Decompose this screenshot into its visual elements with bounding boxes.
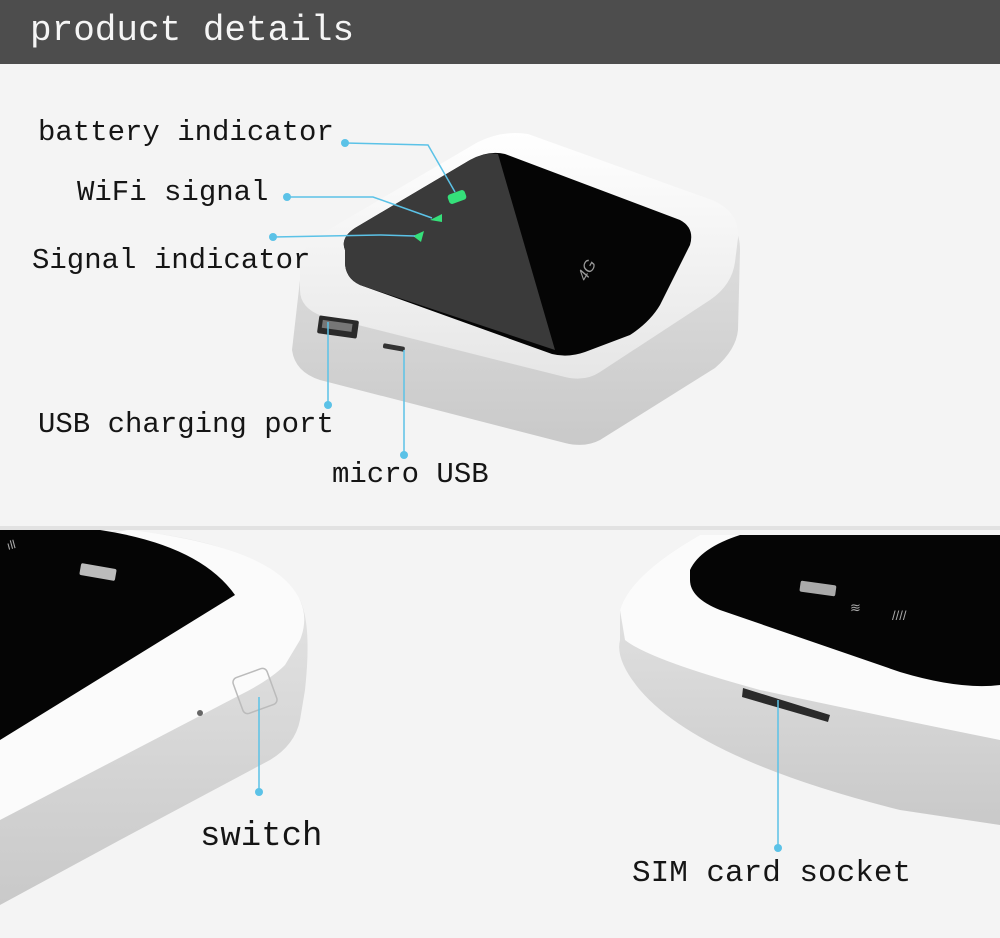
page-header: product details — [0, 0, 1000, 64]
leader-lines — [272, 142, 456, 455]
switch-label: switch — [200, 818, 323, 856]
sim-slot-icon — [742, 688, 830, 722]
usb-charging-port-label: USB charging port — [38, 408, 334, 441]
svg-text:ıll: ıll — [5, 537, 17, 553]
sim-card-socket-label: SIM card socket — [632, 856, 912, 891]
section-divider — [0, 526, 1000, 530]
signal-indicator-label: Signal indicator — [32, 244, 311, 277]
micro-usb-port-icon — [382, 343, 405, 352]
svg-text:////: //// — [892, 608, 907, 623]
svg-text:≋: ≋ — [850, 600, 861, 615]
wifi-signal-label: WiFi signal — [77, 176, 269, 209]
signal-led-icon — [413, 231, 424, 242]
switch-button-icon — [232, 667, 278, 715]
page-title: product details — [30, 10, 355, 51]
main-device: 4G — [292, 133, 740, 445]
micro-usb-label: micro USB — [332, 458, 489, 491]
battery-indicator-label: battery indicator — [38, 116, 334, 149]
device-side-switch-view: ıll — [0, 530, 308, 905]
wifi-led-icon — [430, 214, 442, 222]
battery-led-icon — [447, 190, 467, 204]
device-side-sim-view: ≋ //// — [619, 535, 1000, 825]
